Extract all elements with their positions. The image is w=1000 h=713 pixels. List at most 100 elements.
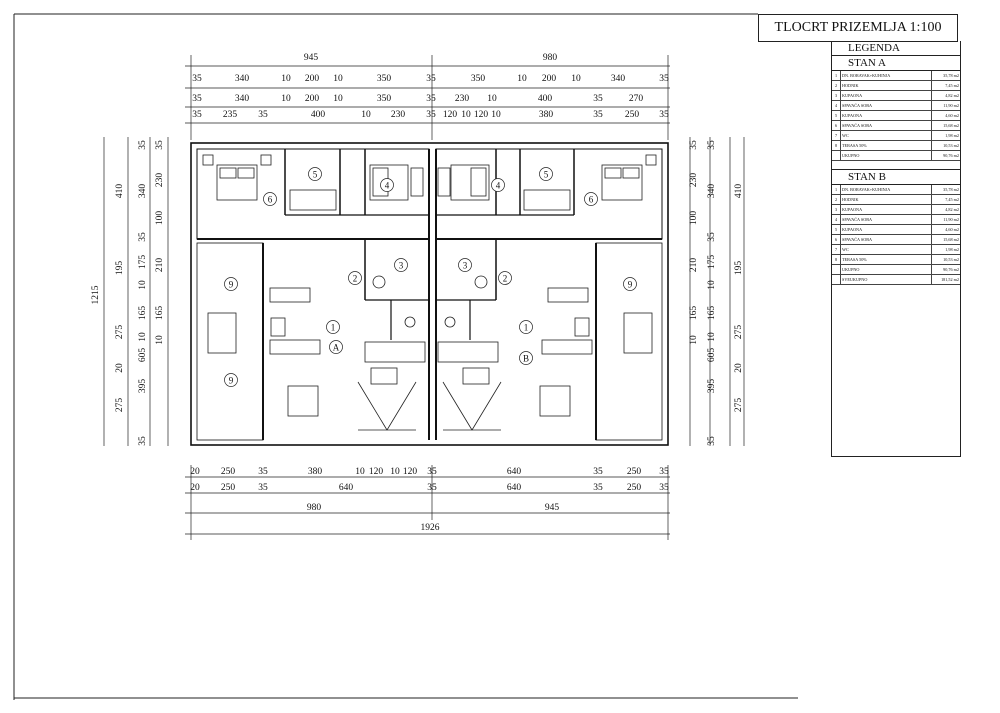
dim-right-mid-label: 10 [707,332,717,342]
stan-a-room-n: 3 [832,90,841,101]
room-a-mark: 9 [229,376,234,386]
stan-b-heading: STAN B [832,169,960,185]
room-b-mark: 4 [496,181,501,191]
room-b-mark-circle [584,192,598,206]
dim-bottom-row2-label: 250 [221,483,236,493]
stan-b-room-name: UKUPNO [840,264,932,275]
stan-b-room-n: 2 [832,194,841,205]
stan-a-room-n: 1 [832,71,841,81]
stan-a-room-area: 15,68 m2 [931,120,960,131]
stan-b-room-n: 6 [832,234,841,245]
room-a-mark: 2 [353,274,358,284]
dim-right-mid-label: 35 [707,436,717,446]
dim-left-mid-label: 35 [138,436,148,446]
dim-bottom-row2-label: 35 [659,483,669,493]
stan-b-room-area: 10,53 m2 [931,254,960,265]
dim-bottom-row1-label: 20 [190,467,200,477]
stan-a-room-area: 4,82 m2 [931,90,960,101]
dim-top-row3-label: 350 [377,94,392,104]
dim-bottom-row1-label: 35 [258,467,268,477]
top-dimensions [185,55,670,140]
dim-top-row3-label: 35 [426,94,436,104]
stan-a-room-n: 4 [832,100,841,111]
stan-a-room-area: 7,45 m2 [931,80,960,91]
dim-top-row2-label: 340 [611,74,626,84]
dim-bottom-row1-label: 380 [308,467,323,477]
dim-left-mid-label: 35 [138,140,148,150]
dim-right-outer-label: 410 [734,184,744,199]
stan-b-room-area: 181,52 m2 [931,274,960,285]
room-b-mark: 6 [589,195,594,205]
room-a-mark: 4 [385,181,390,191]
room-b-mark: B [523,354,529,364]
stan-a-room-name: DN. BORAVAK+KUHINJA [840,71,932,81]
room-a-mark: 9 [229,280,234,290]
dim-top-row3-label: 230 [455,94,470,104]
dim-bottom-total-left: 980 [307,503,322,513]
dim-bottom-row2-label: 250 [627,483,642,493]
stan-a-room-name: WC [840,130,932,141]
dim-left-mid-label: 10 [138,332,148,342]
dim-top-row4-label: 35 [659,110,669,120]
drawing-title: TLOCRT PRIZEMLJA 1:100 [758,14,958,42]
side-dimensions [103,137,745,446]
dim-top-row3-label: 35 [192,94,202,104]
dim-top-row4-label: 400 [311,110,326,120]
room-b-mark-circle [539,167,553,181]
dim-top-row2-label: 10 [333,74,343,84]
furniture-unit-a [202,154,426,431]
dim-bottom-row1-label: 35 [427,467,437,477]
room-b-mark: 5 [544,170,549,180]
dim-top-row4-label: 380 [539,110,554,120]
furniture-unit-b [437,154,657,431]
stan-a-room-area: 35,78 m2 [931,71,960,81]
room-a-mark: 5 [313,170,318,180]
dim-right-inner-label: 230 [689,173,699,188]
dim-left-outer-label: 410 [115,184,125,199]
dim-left-outer-label: 195 [115,261,125,276]
dim-right-inner-label: 100 [689,211,699,226]
dim-bottom-row2-label: 35 [258,483,268,493]
dim-top-row4-label: 120 [474,110,489,120]
room-a-mark-circle [329,340,343,354]
dim-right-mid-label: 605 [707,348,717,363]
stan-a-room-area: 4,60 m2 [931,110,960,121]
dim-bottom-row2-label: 640 [339,483,354,493]
stan-a-room-n: 8 [832,140,841,151]
stan-b-room-area: 90,76 m2 [931,264,960,275]
dim-top-row4-label: 35 [593,110,603,120]
dim-top-row3-label: 10 [281,94,291,104]
dim-top-row3-label: 200 [305,94,320,104]
dim-right-mid-label: 340 [707,184,717,199]
room-b-mark-circle [491,178,505,192]
dim-bottom-row1-label: 35 [659,467,669,477]
room-b-mark: 2 [503,274,508,284]
dim-top-row3-label: 340 [235,94,250,104]
dim-left-inner-label: 230 [155,173,165,188]
dim-top-row4-label: 35 [192,110,202,120]
room-a-mark-circle [348,271,362,285]
dim-bottom-row1-label: 35 [593,467,603,477]
dim-top-total-right: 980 [543,53,558,63]
stan-a-room-n [832,150,841,161]
stan-a-room-name: KUPAONA [840,110,932,121]
building-walls [190,142,669,446]
dim-top-row4-label: 235 [223,110,238,120]
dim-top-row2-label: 340 [235,74,250,84]
room-a-mark-circle [326,320,340,334]
dim-top-row3-label: 35 [593,94,603,104]
dim-right-outer-label: 195 [734,261,744,276]
stan-b-room-n: 4 [832,214,841,225]
room-b-mark-circle [519,351,533,365]
dim-bottom-row1-label: 10 [390,467,400,477]
stan-b-room-n: 3 [832,204,841,215]
